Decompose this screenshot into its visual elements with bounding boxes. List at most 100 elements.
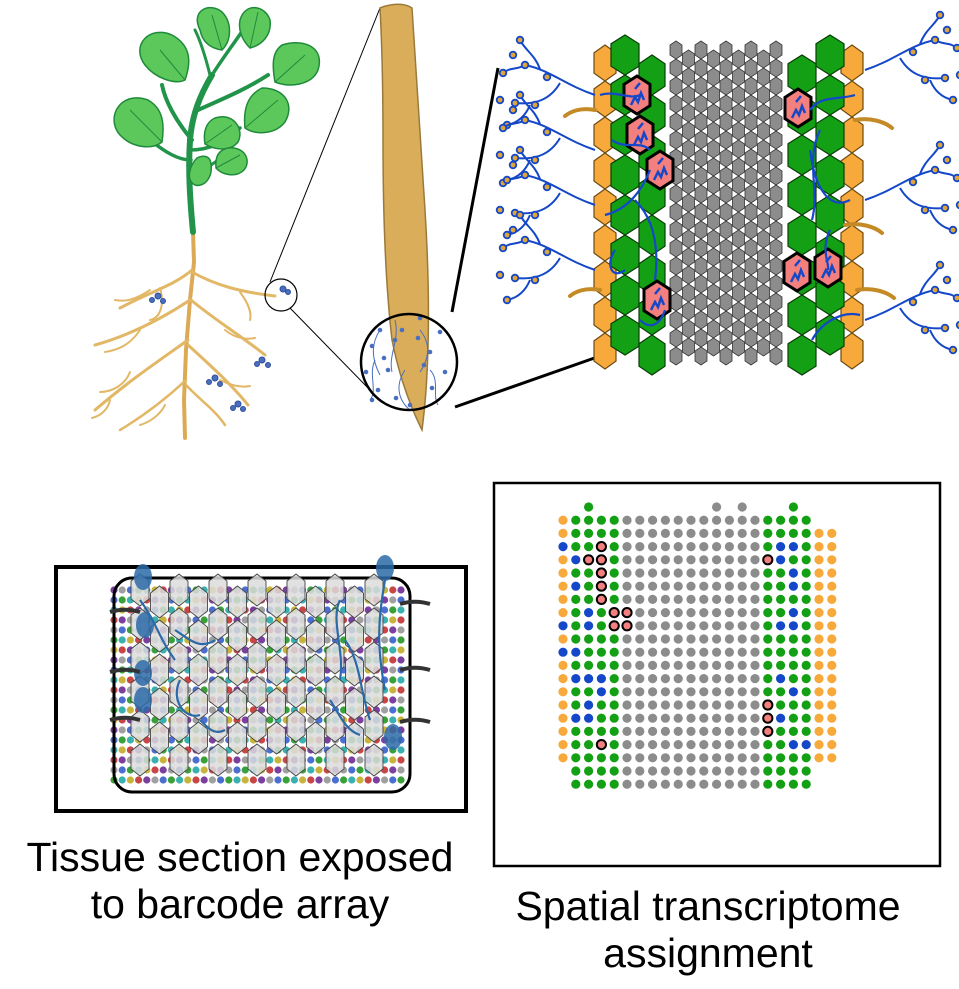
barcode-dot — [241, 776, 249, 784]
spot — [660, 634, 671, 644]
spot — [686, 740, 696, 750]
spot — [827, 568, 837, 578]
spot — [776, 700, 786, 710]
cell — [638, 334, 666, 376]
barcode-dot — [167, 606, 175, 614]
spot — [801, 647, 811, 657]
plant-leaves — [113, 6, 321, 187]
spot — [609, 779, 619, 789]
stele-cell — [744, 346, 758, 366]
stele-cell — [707, 193, 720, 213]
caption-left-line-2: to barcode array — [90, 881, 390, 927]
spot — [622, 515, 632, 525]
spot — [660, 555, 671, 565]
spot — [763, 542, 773, 552]
barcode-dot — [389, 696, 397, 704]
spot — [622, 568, 632, 578]
spot — [584, 740, 594, 750]
barcode-dot — [200, 756, 208, 764]
spot — [737, 660, 747, 671]
spot — [724, 700, 735, 710]
stele-cell — [769, 184, 783, 204]
spot — [571, 779, 581, 789]
cell — [787, 54, 817, 96]
stele-cell — [769, 220, 783, 240]
root-hair — [399, 599, 431, 606]
spot — [814, 700, 824, 710]
stele-cell — [719, 112, 733, 132]
tissue-cell — [189, 585, 208, 619]
spore — [502, 175, 512, 185]
stele-cell — [757, 193, 770, 213]
spot — [673, 647, 683, 657]
spore — [134, 687, 152, 713]
tissue-cell — [247, 675, 267, 709]
spot — [763, 766, 773, 776]
cell — [815, 154, 845, 196]
barcode-dot — [397, 696, 405, 704]
spot — [571, 740, 581, 750]
spot — [673, 740, 683, 750]
spot — [827, 608, 837, 618]
spot — [699, 542, 709, 552]
barcode-dot — [397, 656, 405, 664]
spot — [699, 594, 709, 605]
stele-cell — [757, 157, 770, 177]
barcode-dot — [323, 736, 331, 744]
tissue-cell — [325, 675, 345, 709]
spot — [648, 594, 658, 605]
spot — [814, 621, 824, 631]
arbuscule-spot — [595, 580, 608, 592]
spot — [596, 528, 607, 539]
spot — [571, 528, 581, 539]
spore — [530, 210, 540, 220]
barcode-dot — [167, 636, 175, 644]
spot — [814, 713, 824, 723]
spot — [814, 687, 824, 697]
spot — [788, 687, 799, 697]
spore — [384, 724, 402, 750]
spot — [724, 660, 735, 671]
spot — [571, 594, 581, 605]
root-hair — [853, 117, 894, 130]
spot — [660, 647, 671, 657]
arbuscule-spot — [621, 620, 633, 632]
stele-cell — [694, 112, 708, 132]
barcode-dot — [364, 636, 372, 644]
spore — [935, 140, 945, 150]
spot — [660, 779, 671, 789]
spot — [660, 621, 671, 631]
tissue-cell — [306, 585, 325, 619]
barcode-dot — [159, 756, 167, 764]
spot — [686, 687, 696, 697]
cell — [815, 74, 845, 116]
barcode-dot — [233, 776, 241, 784]
spot — [673, 713, 683, 723]
spot — [814, 660, 824, 671]
barcode-dot — [176, 776, 184, 784]
tissue-cell — [228, 687, 247, 721]
barcode-dot — [217, 776, 225, 784]
barcode-dot — [274, 766, 282, 774]
stele-cell — [744, 40, 758, 60]
root-spores — [363, 315, 448, 408]
stele-cell — [769, 274, 783, 294]
spot — [673, 528, 683, 539]
arbuscule-spot — [762, 725, 774, 738]
spot — [737, 594, 747, 605]
spot — [673, 515, 683, 525]
stele-cell — [732, 49, 745, 69]
stele-cell — [694, 40, 708, 60]
spot — [686, 634, 696, 644]
spot — [673, 568, 683, 578]
stele-cell — [744, 202, 758, 222]
arbuscule-spot — [762, 712, 774, 724]
spot — [596, 753, 607, 763]
spot — [558, 581, 568, 591]
spot — [801, 766, 811, 776]
stele-cell — [732, 247, 745, 267]
spot — [712, 740, 722, 750]
spot — [558, 740, 568, 750]
spot — [622, 555, 632, 565]
spot — [699, 687, 709, 697]
